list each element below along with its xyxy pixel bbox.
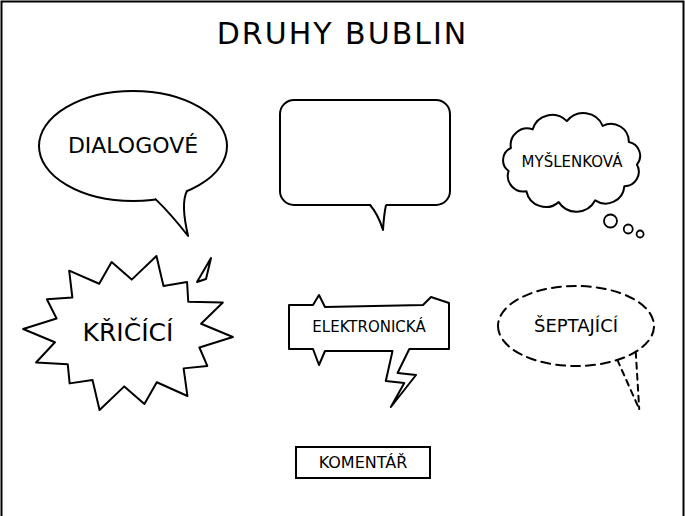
outline-part (617, 360, 639, 409)
bubble-label: ŠEPTAJÍCÍ (534, 316, 618, 336)
shout-splinter (197, 258, 211, 282)
bubble-tail (370, 205, 386, 230)
speech-bubble: DIALOGOVÉ (38, 90, 228, 202)
diagram-title: DRUHY BUBLIN (0, 16, 685, 51)
bubble-label: DIALOGOVÉ (68, 134, 198, 158)
star-bubble: KŘIČÍCÍ (22, 252, 234, 414)
cloud-bubble: MYŠLENKOVÁ (498, 112, 646, 212)
outline-part (39, 91, 227, 201)
electric-bubble: ELEKTRONICKÁ (285, 293, 453, 361)
outline-part (498, 286, 654, 366)
outline-part (156, 168, 188, 236)
bubble-label: KOMENTÁŘ (319, 454, 408, 472)
bubble-label: ELEKTRONICKÁ (312, 319, 425, 336)
bubble-label: MYŠLENKOVÁ (522, 154, 623, 171)
bubble-tail-fill (370, 203, 386, 230)
outline-part (503, 113, 640, 212)
rect-bubble: KOMENTÁŘ (295, 446, 431, 479)
outline-part (23, 256, 233, 410)
thought-dot (624, 225, 633, 234)
thought-dot (637, 231, 644, 238)
outline-part (156, 191, 188, 236)
bubble-label: KŘIČÍCÍ (83, 319, 174, 347)
empty-speech-bubble (280, 100, 450, 230)
thought-dot (604, 215, 617, 228)
dashed-bubble: ŠEPTAJÍCÍ (497, 285, 655, 367)
outline-part (289, 295, 449, 407)
outline-part (296, 447, 430, 478)
bubble-outline (280, 100, 450, 205)
